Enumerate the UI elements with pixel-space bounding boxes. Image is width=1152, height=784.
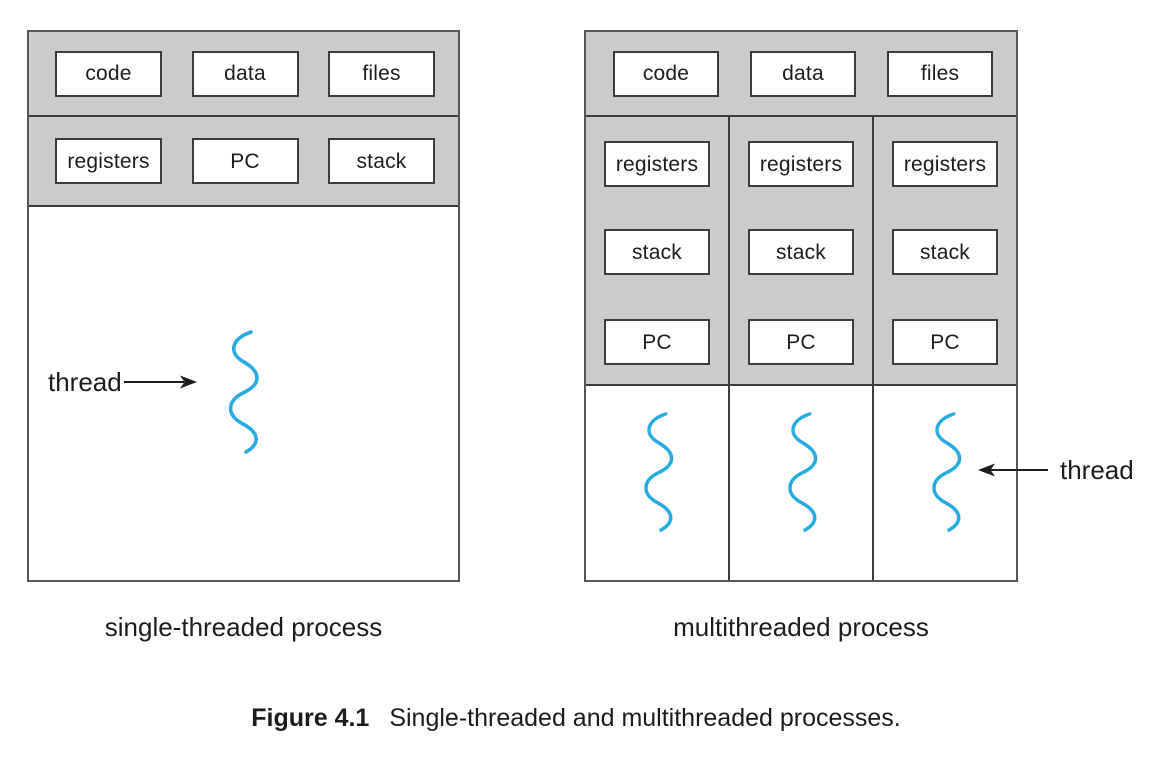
registers-box: registers	[892, 141, 998, 187]
thread-area	[730, 386, 872, 580]
code-box: code	[55, 50, 162, 97]
thread-column-3: registers stack PC	[872, 117, 1016, 580]
thread-squiggle-icon	[228, 330, 259, 454]
stack-box: stack	[892, 229, 998, 275]
single-threaded-caption: single-threaded process	[104, 612, 383, 642]
process-resources-section: code data files	[29, 32, 458, 117]
thread-column-2: registers stack PC	[728, 117, 872, 580]
thread-area	[874, 386, 1016, 580]
files-box: files	[887, 50, 993, 97]
pc-box: PC	[748, 319, 854, 365]
figure-caption: Figure 4.1 Single-threaded and multithrea…	[0, 702, 1152, 734]
thread-state-section: registers stack PC	[730, 117, 872, 386]
pc-box: PC	[892, 319, 998, 365]
thread-squiggle-icon	[932, 412, 962, 532]
stack-box: stack	[604, 229, 710, 275]
figure-number: Figure 4.1	[251, 704, 370, 732]
thread-annotation-left: thread	[48, 367, 198, 397]
thread-annotation-right: thread	[978, 455, 1134, 485]
single-threaded-process-diagram: code data files registers PC stack	[27, 30, 460, 582]
arrow-left-icon	[978, 463, 1048, 477]
registers-box: registers	[55, 138, 162, 184]
thread-area	[586, 386, 728, 580]
data-box: data	[191, 50, 299, 97]
code-box: code	[613, 50, 719, 97]
files-box: files	[328, 50, 435, 97]
thread-state-section: registers PC stack	[29, 117, 458, 207]
multithreaded-caption: multithreaded process	[673, 612, 929, 642]
thread-squiggle-icon	[644, 412, 674, 532]
process-resources-section: code data files	[586, 32, 1016, 117]
thread-squiggle-icon	[788, 412, 818, 532]
thread-state-section: registers stack PC	[586, 117, 728, 386]
pc-box: PC	[191, 138, 299, 184]
data-box: data	[750, 50, 856, 97]
thread-label: thread	[1060, 455, 1134, 485]
stack-box: stack	[748, 229, 854, 275]
thread-columns: registers stack PC registers stack PC	[586, 117, 1016, 580]
arrow-right-icon	[123, 375, 197, 389]
thread-state-section: registers stack PC	[874, 117, 1016, 386]
pc-box: PC	[604, 319, 710, 365]
thread-label: thread	[48, 367, 122, 397]
figure-caption-text: Single-threaded and multithreaded proces…	[389, 704, 901, 732]
multithreaded-process-diagram: code data files registers stack PC	[584, 30, 1018, 582]
thread-column-1: registers stack PC	[586, 117, 728, 580]
stack-box: stack	[328, 138, 435, 184]
registers-box: registers	[604, 141, 710, 187]
registers-box: registers	[748, 141, 854, 187]
